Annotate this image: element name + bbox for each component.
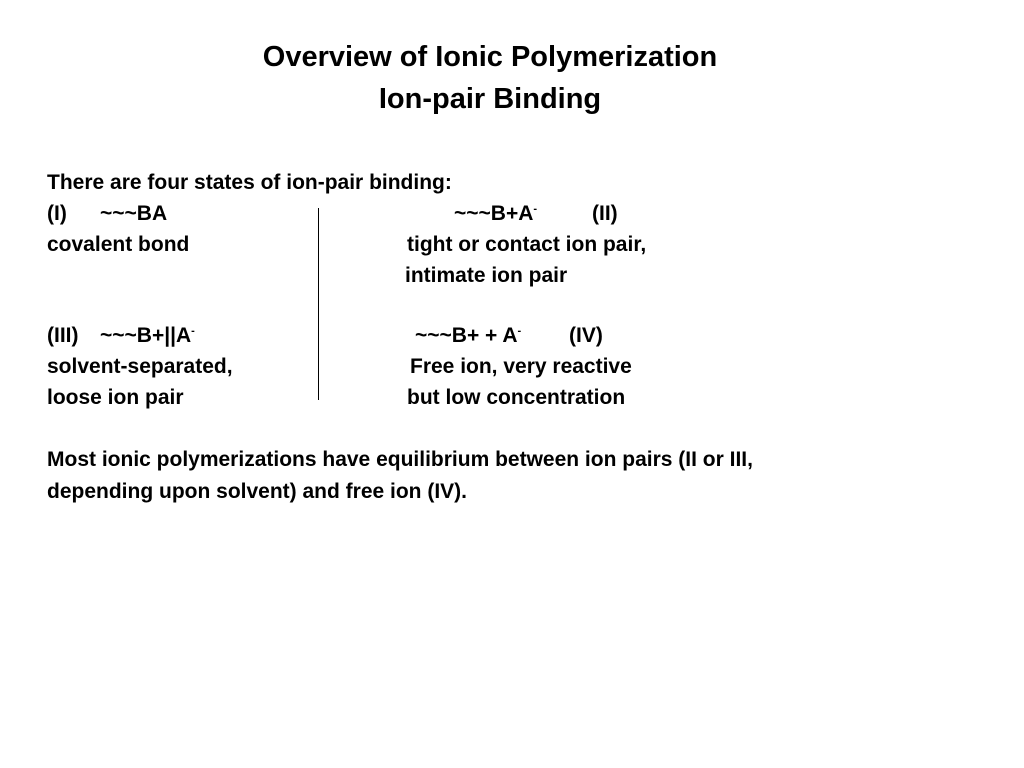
state-iv-formula: ~~~B+ + A- xyxy=(415,323,521,349)
state-iii-description-1: solvent-separated, xyxy=(47,355,233,378)
state-i-description: covalent bond xyxy=(47,233,190,256)
state-iv-formula-base: ~~~B+ + A xyxy=(415,324,518,347)
state-iii-formula: ~~~B+||A- xyxy=(100,323,195,349)
slide-title: Overview of Ionic Polymerization xyxy=(262,41,718,73)
state-i-formula: ~~~BA xyxy=(100,202,168,225)
conclusion-line-1: Most ionic polymerizations have equilibr… xyxy=(47,448,753,471)
state-iii-description-2: loose ion pair xyxy=(47,386,184,409)
state-ii-description-2: intimate ion pair xyxy=(405,264,568,287)
state-iv-description-1: Free ion, very reactive xyxy=(410,355,632,378)
state-ii-description-1: tight or contact ion pair, xyxy=(407,233,647,256)
state-iv-formula-charge: - xyxy=(517,325,522,337)
state-iii-formula-base: ~~~B+||A xyxy=(100,324,192,347)
state-ii-formula-base: ~~~B+A xyxy=(454,202,534,225)
state-ii-formula-charge: - xyxy=(533,203,538,215)
state-ii-numeral: (II) xyxy=(592,202,618,225)
state-ii-formula: ~~~B+A- xyxy=(454,201,537,227)
intro-text: There are four states of ion-pair bindin… xyxy=(47,171,452,194)
state-iv-description-2: but low concentration xyxy=(407,386,626,409)
state-i-numeral: (I) xyxy=(47,202,67,225)
slide-subtitle: Ion-pair Binding xyxy=(378,83,602,115)
state-iii-formula-charge: - xyxy=(191,325,195,337)
column-divider xyxy=(318,208,319,400)
state-iii-numeral: (III) xyxy=(47,324,79,347)
state-iv-numeral: (IV) xyxy=(569,324,603,347)
conclusion-line-2: depending upon solvent) and free ion (IV… xyxy=(47,480,467,503)
